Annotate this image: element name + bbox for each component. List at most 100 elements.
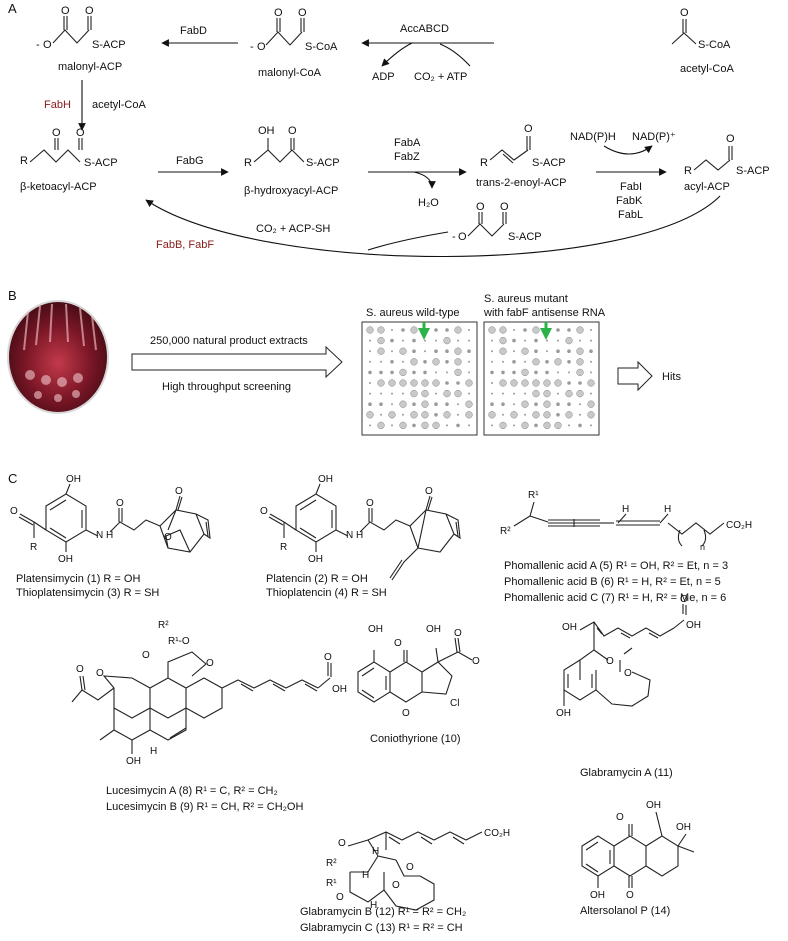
fabk-label: FabK [616, 195, 643, 207]
plate-spot [554, 379, 562, 387]
svg-text:S-ACP: S-ACP [532, 157, 566, 169]
plate-spot [369, 339, 371, 342]
svg-text:O: O [288, 125, 297, 137]
wildtype-plate-spots [366, 326, 473, 430]
plate-spot [379, 370, 383, 375]
plate-spot [432, 358, 440, 366]
plate-spot [468, 329, 470, 331]
plate-spot [377, 336, 385, 345]
plate-spot [499, 336, 507, 345]
plate-spot [456, 381, 460, 385]
plate-spot [388, 411, 396, 419]
plate-spot [545, 360, 549, 364]
svg-text:S-CoA: S-CoA [698, 39, 731, 51]
plate-spot [391, 392, 393, 395]
plate-spot [578, 423, 582, 428]
accabcd-label: AccABCD [400, 23, 449, 35]
plate-spot [369, 392, 371, 395]
plate-spot [543, 379, 551, 387]
acetyl-coa-label: acetyl-CoA [680, 63, 734, 75]
svg-text:O: O [680, 594, 688, 605]
acyl-acp-label: acyl-ACP [684, 181, 730, 193]
ketoacyl-acp-label: β-ketoacyl-ACP [20, 181, 97, 193]
plate-spot [567, 360, 571, 364]
svg-text:R: R [244, 157, 252, 169]
plate-spot [590, 424, 592, 427]
svg-text:O: O [454, 628, 462, 639]
svg-text:O: O [336, 892, 344, 903]
plate-spot [399, 347, 407, 355]
plate-spot [434, 402, 438, 407]
plate-spot [491, 424, 493, 427]
svg-text:OH: OH [368, 624, 383, 635]
malonyl-acp-return-structure: - O O O S-ACP [452, 201, 542, 243]
altersolanol-structure: O OH OH O OH [581, 800, 695, 901]
plate-spot [454, 326, 462, 334]
plate-spot [445, 381, 449, 385]
hydroxyacyl-acp-label: β-hydroxyacyl-ACP [244, 185, 338, 197]
plate-spot [534, 338, 538, 343]
plate-spot [590, 329, 592, 331]
malonyl-coa-label: malonyl-CoA [258, 67, 322, 79]
svg-text:OH: OH [308, 554, 323, 565]
plate-spot [546, 350, 548, 353]
panel-b-screening: 250,000 natural product extracts High th… [7, 293, 681, 436]
plate-spot [446, 424, 448, 427]
svg-text:O: O [175, 486, 183, 497]
svg-text:OH: OH [590, 890, 605, 901]
plate-spot [491, 339, 493, 342]
plate-spot [434, 349, 438, 354]
svg-text:OH: OH [66, 474, 81, 485]
plate-spot [391, 329, 393, 331]
svg-text:R: R [280, 542, 287, 553]
plate-spot [379, 402, 383, 407]
plate-spot [488, 411, 496, 419]
malonyl-acp-label: malonyl-ACP [58, 61, 122, 73]
plate-spot [490, 402, 494, 407]
nadph-label: NAD(P)H [570, 131, 616, 143]
svg-text:OH: OH [318, 474, 333, 485]
acyl-acp-structure: R O S-ACP acyl-ACP [684, 133, 770, 193]
plate-spot [587, 400, 595, 408]
plate-spot [543, 421, 551, 430]
svg-text:R¹-O: R¹-O [168, 636, 190, 647]
svg-text:R²: R² [158, 620, 169, 631]
svg-text:O: O [257, 41, 266, 53]
plate-spot [590, 371, 592, 374]
svg-text:O: O [61, 5, 70, 17]
nadp-label: NAD(P)⁺ [632, 131, 676, 143]
fabg-label: FabG [176, 155, 204, 167]
plate-spot [576, 326, 584, 334]
plate-spot [532, 358, 540, 366]
plate-spot [565, 336, 573, 345]
plate-spot [579, 403, 581, 406]
plate-spot [377, 347, 385, 355]
svg-text:R¹: R¹ [528, 490, 539, 501]
plate-spot [523, 328, 527, 332]
coniothyrione-label: Coniothyrione (10) [370, 733, 461, 745]
panel-label-b: B [8, 288, 17, 303]
plate-spot [521, 347, 529, 355]
svg-text:O: O [96, 668, 104, 679]
plate-spot [590, 339, 592, 342]
plate-spot [491, 360, 493, 363]
svg-text:S-ACP: S-ACP [306, 157, 340, 169]
lucesimycin-structure: R² R¹-O O O O OH OH H O O OH [71, 620, 347, 767]
svg-text:N H: N H [346, 530, 363, 541]
svg-text:S-ACP: S-ACP [736, 165, 770, 177]
plate-spot [390, 360, 394, 364]
plate-spot [554, 421, 562, 430]
svg-text:O: O [76, 127, 85, 139]
phomallenic-b-label: Phomallenic acid B (6) R¹ = H, R² = Et, … [504, 576, 721, 588]
platensimycin-label: Platensimycin (1) R = OH [16, 573, 140, 585]
svg-text:H: H [150, 746, 157, 757]
plate-spot [445, 402, 449, 407]
plate-spot [543, 400, 551, 408]
plate-spot [410, 358, 418, 366]
svg-text:O: O [394, 638, 402, 649]
plate-spot [524, 392, 526, 395]
svg-text:OH: OH [556, 708, 571, 719]
svg-text:S-ACP: S-ACP [508, 231, 542, 243]
enoyl-acp-structure: R O S-ACP trans-2-enoyl-ACP [476, 123, 566, 189]
svg-text:H: H [664, 504, 671, 515]
